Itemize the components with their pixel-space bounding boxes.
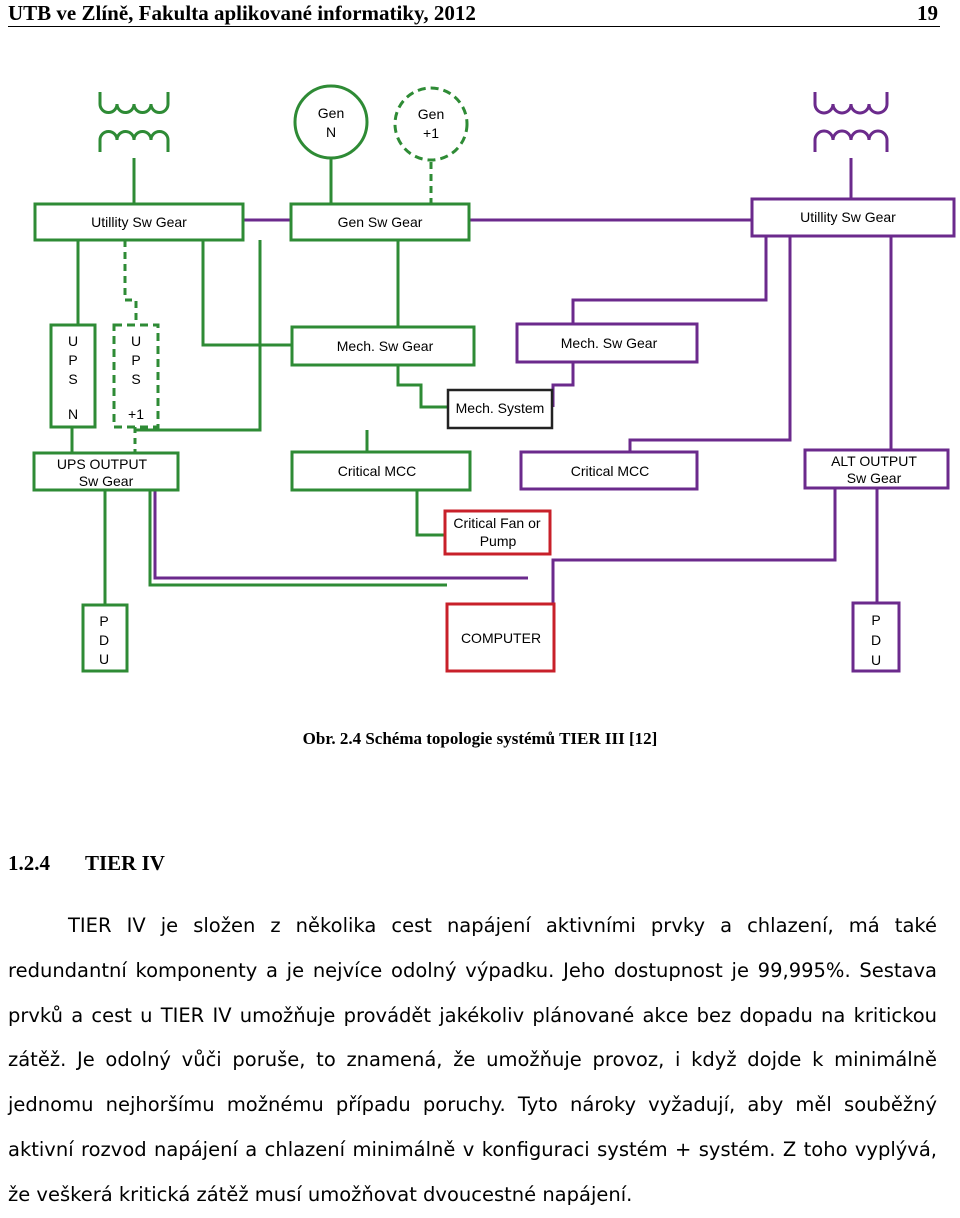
generator-n1: Gen +1 — [393, 86, 469, 162]
ups-output-sw-gear: UPS OUTPUT Sw Gear — [32, 451, 180, 492]
wire-output-computer — [148, 490, 447, 587]
ups-n: U P S N — [49, 323, 97, 429]
generator-icon — [293, 84, 369, 160]
pdu-right-letter-p: P — [871, 612, 880, 628]
wire-mcc-fan — [415, 490, 445, 537]
generator-n1-line1: Gen — [418, 106, 444, 122]
gen-sw-gear-label: Gen Sw Gear — [338, 214, 423, 230]
alt-output-sw-gear: ALT OUTPUT Sw Gear — [803, 448, 950, 490]
transformer-right-icon — [813, 92, 889, 152]
generator-n: Gen N — [293, 84, 369, 160]
critical-mcc-green: Critical MCC — [290, 450, 472, 492]
utility-sw-gear-left-label: Utillity Sw Gear — [91, 214, 187, 230]
page-number: 19 — [917, 1, 938, 25]
utility-sw-gear-right-label: Utillity Sw Gear — [800, 209, 896, 225]
ups-n-suffix: N — [68, 406, 78, 422]
wire-utility-mech — [201, 240, 292, 347]
utility-sw-gear-right: Utillity Sw Gear — [750, 197, 956, 238]
gen-sw-gear: Gen Sw Gear — [289, 202, 471, 242]
ups-n1: U P S +1 — [112, 323, 160, 429]
mech-system-label: Mech. System — [456, 400, 545, 416]
wire-utility-mcc-right — [628, 236, 792, 452]
ups-n1-letter-s: S — [131, 371, 140, 387]
tier3-topology-diagram: Gen N Gen +1 Utillity Sw Gear Gen Sw Gea… — [32, 84, 956, 673]
pdu-right: P D U — [851, 601, 901, 673]
computer-load: COMPUTER — [445, 602, 556, 673]
wire-alt-computer — [551, 488, 837, 604]
pdu-left: P D U — [81, 603, 129, 673]
section-number: 1.2.4 — [8, 851, 50, 875]
alt-output-line2: Sw Gear — [847, 470, 902, 486]
pdu-right-letter-d: D — [871, 632, 881, 648]
generator-n-line2: N — [326, 124, 336, 140]
mech-sw-gear-green: Mech. Sw Gear — [290, 325, 476, 367]
critical-mcc-purple: Critical MCC — [519, 450, 699, 491]
mech-sw-gear-purple-label: Mech. Sw Gear — [561, 335, 658, 351]
mech-sw-gear-purple: Mech. Sw Gear — [515, 322, 699, 364]
critical-fan-line1: Critical Fan or — [453, 515, 540, 531]
pdu-left-letter-d: D — [99, 632, 109, 648]
computer-label: COMPUTER — [461, 630, 541, 646]
mech-sw-gear-green-label: Mech. Sw Gear — [337, 338, 434, 354]
alt-output-line1: ALT OUTPUT — [831, 453, 917, 469]
wire-mech-system — [396, 365, 448, 409]
pdu-right-letter-u: U — [871, 652, 881, 668]
transformer-left-icon — [98, 92, 170, 152]
critical-fan-or-pump: Critical Fan or Pump — [443, 509, 552, 556]
green-connections — [70, 158, 448, 605]
purple-connections — [153, 158, 893, 604]
pdu-left-letter-u: U — [99, 651, 109, 667]
critical-fan-line2: Pump — [480, 533, 517, 549]
critical-mcc-green-label: Critical MCC — [338, 463, 417, 479]
utility-sw-gear-left: Utillity Sw Gear — [33, 202, 245, 242]
ups-n-letter-s: S — [68, 371, 77, 387]
ups-n1-letter-p: P — [131, 352, 140, 368]
ups-n-letter-p: P — [68, 352, 77, 368]
ups-n-letter-u: U — [68, 333, 78, 349]
section-heading: 1.2.4 TIER IV — [8, 851, 165, 876]
body-paragraph: TIER IV je složen z několika cest napáje… — [8, 914, 937, 1206]
wire-utility-mech-right — [571, 236, 768, 324]
critical-mcc-purple-label: Critical MCC — [571, 463, 650, 479]
figure-caption: Obr. 2.4 Schéma topologie systémů TIER I… — [302, 729, 658, 748]
ups-output-line2: Sw Gear — [79, 473, 134, 489]
generator-n1-line2: +1 — [423, 125, 439, 141]
mech-system: Mech. System — [446, 388, 554, 430]
wire-purple-return — [153, 490, 528, 580]
generator-icon — [393, 86, 469, 162]
wire-gen-bus — [135, 240, 262, 432]
pdu-left-letter-p: P — [99, 613, 108, 629]
generator-n-line1: Gen — [318, 105, 344, 121]
ups-output-line1: UPS OUTPUT — [57, 456, 148, 472]
wire-utility-ups-n1 — [123, 240, 138, 325]
ups-n1-suffix: +1 — [128, 406, 144, 422]
header-title: UTB ve Zlíně, Fakulta aplikované informa… — [8, 1, 476, 25]
page-header: UTB ve Zlíně, Fakulta aplikované informa… — [8, 0, 940, 27]
ups-n1-letter-u: U — [131, 333, 141, 349]
section-title: TIER IV — [85, 851, 165, 875]
wire-mech-system-right — [551, 362, 575, 407]
